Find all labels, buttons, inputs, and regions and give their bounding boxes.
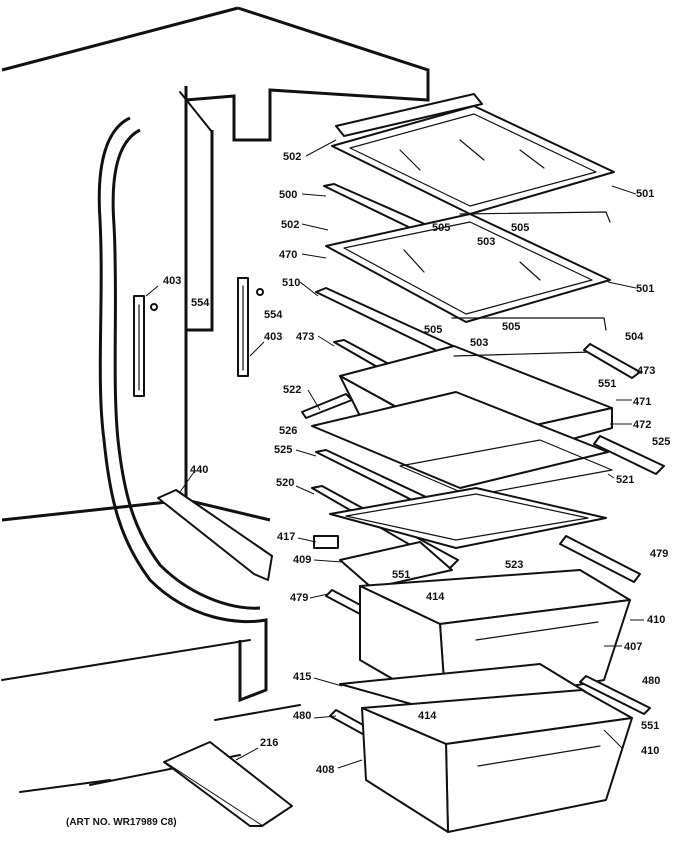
label-409: 409 <box>293 554 312 566</box>
second-glass-shelf <box>325 213 611 323</box>
label-520: 520 <box>276 477 295 489</box>
leader-lines <box>145 139 644 769</box>
cover-409 <box>339 541 453 589</box>
label-505-c: 505 <box>424 324 443 336</box>
label-415: 415 <box>293 671 312 683</box>
label-471: 471 <box>633 396 652 408</box>
art-number: (ART NO. WR17989 C8) <box>66 817 177 828</box>
label-403-left: 403 <box>163 275 182 287</box>
glass-shelf-521 <box>311 391 613 497</box>
label-505-d: 505 <box>502 321 521 333</box>
label-410-upper: 410 <box>647 614 666 626</box>
base-trim-440 <box>157 489 273 581</box>
label-525-left: 525 <box>274 444 293 456</box>
label-500: 500 <box>279 189 298 201</box>
label-522: 522 <box>283 384 302 396</box>
label-472: 472 <box>633 419 652 431</box>
label-523: 523 <box>505 559 524 571</box>
label-473-left: 473 <box>296 331 315 343</box>
label-501-top: 501 <box>636 188 655 200</box>
label-470: 470 <box>279 249 298 261</box>
ladder-rail-left <box>133 295 145 397</box>
crisper-pan-lower <box>361 689 633 833</box>
label-503-b: 503 <box>470 337 489 349</box>
label-526: 526 <box>279 425 298 437</box>
label-502-top: 502 <box>283 151 302 163</box>
label-479-left: 479 <box>290 592 309 604</box>
label-551-mid: 551 <box>392 569 411 581</box>
slide-rails-upper <box>301 343 665 475</box>
label-473-right: 473 <box>637 365 656 377</box>
label-501-mid: 501 <box>636 283 655 295</box>
label-505-a: 505 <box>432 222 451 234</box>
label-407: 407 <box>624 641 643 653</box>
cabinet-outline <box>1 6 430 793</box>
label-408: 408 <box>316 764 335 776</box>
label-525-right: 525 <box>652 436 671 448</box>
top-glass-shelf <box>331 93 615 215</box>
label-216: 216 <box>260 737 279 749</box>
label-480-right: 480 <box>642 675 661 687</box>
label-551-upper: 551 <box>598 378 617 390</box>
label-505-b: 505 <box>511 222 530 234</box>
label-554-left: 554 <box>191 297 210 309</box>
label-554-right: 554 <box>264 309 283 321</box>
label-480-left: 480 <box>293 710 312 722</box>
label-414-upper: 414 <box>426 591 445 603</box>
shelf-frame-523 <box>329 487 607 549</box>
door-gasket <box>97 116 268 703</box>
label-510: 510 <box>282 277 301 289</box>
label-502-mid: 502 <box>281 219 300 231</box>
control-417 <box>313 535 339 549</box>
label-504: 504 <box>625 331 644 343</box>
label-403-right: 403 <box>264 331 283 343</box>
label-479-right: 479 <box>650 548 669 560</box>
label-503-a: 503 <box>477 236 496 248</box>
label-521: 521 <box>616 474 635 486</box>
door-bin-216 <box>163 741 293 827</box>
label-410-lower: 410 <box>641 745 660 757</box>
label-440: 440 <box>190 464 209 476</box>
ladder-rail-right <box>237 277 249 377</box>
label-551-lower: 551 <box>641 720 660 732</box>
label-417: 417 <box>277 531 296 543</box>
label-414-lower: 414 <box>418 710 437 722</box>
